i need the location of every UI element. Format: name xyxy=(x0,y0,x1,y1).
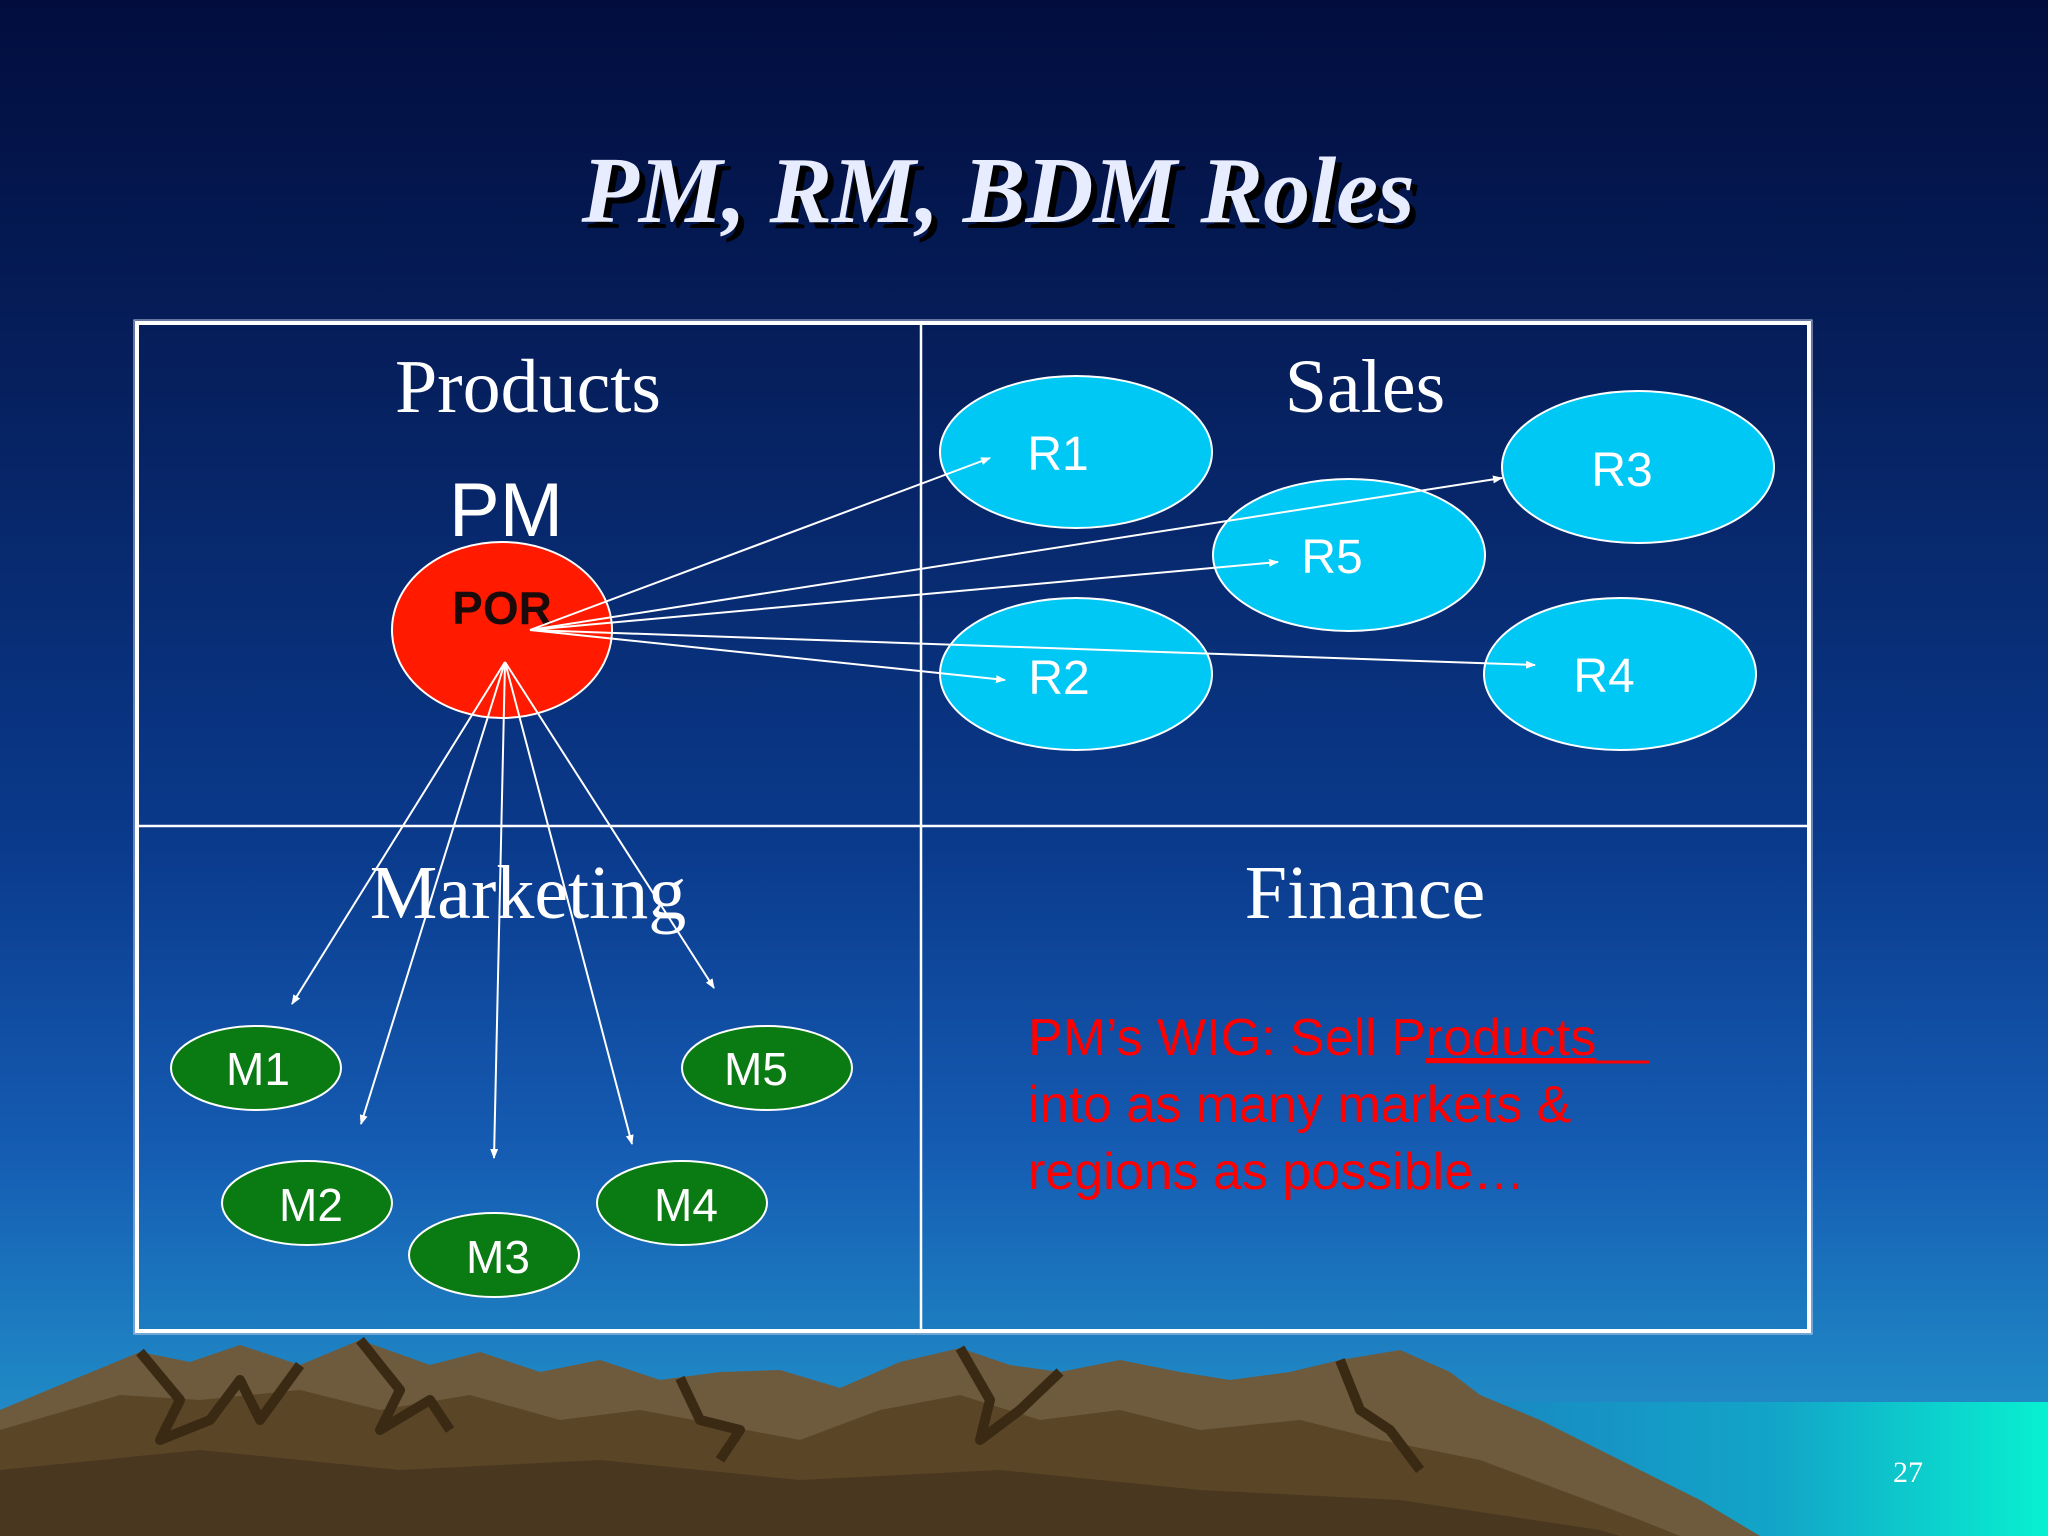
slide-title: PM, RM, BDM Roles xyxy=(580,139,1414,243)
arrow-por-r5 xyxy=(529,558,1279,631)
svg-text:R1: R1 xyxy=(1027,428,1088,481)
svg-text:R3: R3 xyxy=(1591,444,1652,497)
arrow-por-r1 xyxy=(529,457,991,631)
quadrant-label-products: Products xyxy=(395,345,661,429)
arrows-to-sales xyxy=(529,457,1536,684)
svg-text:PM’s WIG: Sell Products: PM’s WIG: Sell Products xyxy=(1028,1009,1596,1067)
svg-text:R4: R4 xyxy=(1573,650,1634,703)
sales-node-r4: R4 xyxy=(1483,597,1757,751)
marketing-node-m2: M2 xyxy=(221,1160,393,1246)
por-node: POR xyxy=(391,541,613,719)
svg-text:regions as possible…: regions as possible… xyxy=(1028,1143,1525,1201)
arrow-por-r3 xyxy=(529,475,1503,631)
quadrant-label-finance: Finance xyxy=(1245,851,1486,935)
svg-text:into as many markets &: into as many markets & xyxy=(1028,1076,1571,1134)
slide-title-shadow: PM, RM, BDM Roles xyxy=(586,145,1420,249)
arrow-por-m3 xyxy=(490,661,506,1159)
sales-node-r5: R5 xyxy=(1212,478,1486,632)
quadrant-label-marketing: Marketing xyxy=(370,851,687,935)
svg-text:M3: M3 xyxy=(466,1231,530,1283)
sales-node-r2: R2 xyxy=(939,597,1213,751)
quadrant-grid xyxy=(133,319,1813,1335)
arrows-to-marketing xyxy=(291,661,715,1159)
marketing-node-m3: M3 xyxy=(408,1212,580,1298)
arrow-por-m1 xyxy=(291,661,506,1005)
quadrant-label-sales: Sales xyxy=(1285,345,1445,429)
mountain-range xyxy=(0,1336,1760,1536)
page-number: 27 xyxy=(1893,1456,1923,1489)
svg-text:M5: M5 xyxy=(724,1043,788,1095)
arrow-por-r4 xyxy=(529,629,1536,669)
marketing-node-m5: M5 xyxy=(681,1025,853,1111)
marketing-node-m1: M1 xyxy=(170,1025,342,1111)
pm-label: PM xyxy=(449,468,563,553)
wig-statement: PM’s WIG: Sell Products into as many mar… xyxy=(1028,1009,1650,1201)
svg-text:M1: M1 xyxy=(226,1043,290,1095)
arrow-por-m4 xyxy=(504,661,634,1145)
svg-text:R5: R5 xyxy=(1301,531,1362,584)
marketing-node-m4: M4 xyxy=(596,1160,768,1246)
svg-text:POR: POR xyxy=(452,582,552,634)
sales-node-r3: R3 xyxy=(1501,390,1775,544)
arrow-por-m2 xyxy=(359,661,506,1125)
sales-node-r1: R1 xyxy=(939,375,1213,529)
arrow-por-m5 xyxy=(504,661,715,989)
svg-text:M2: M2 xyxy=(279,1179,343,1231)
arrow-por-r2 xyxy=(529,629,1006,684)
svg-text:R2: R2 xyxy=(1028,652,1089,705)
svg-text:M4: M4 xyxy=(654,1179,718,1231)
